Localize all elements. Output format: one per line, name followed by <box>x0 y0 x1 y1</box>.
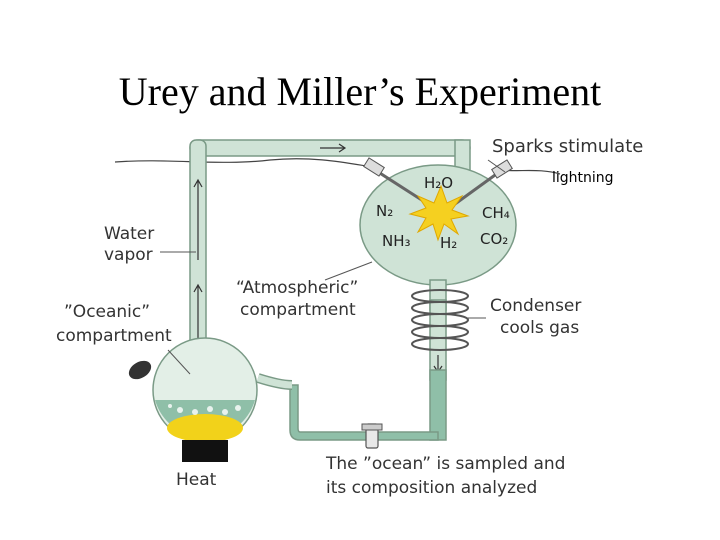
chem-n2: N₂ <box>376 202 394 220</box>
electrode-right <box>454 168 503 206</box>
label-water-vapor-2: vapor <box>104 245 153 265</box>
chem-h2: H₂ <box>440 234 458 252</box>
label-oceanic-1: ”Oceanic” <box>64 302 151 322</box>
electrode-cap-left <box>363 157 385 177</box>
electrode-cap-right <box>491 159 513 179</box>
heat-glow <box>167 414 243 442</box>
label-ocean-sampled-1: The ”ocean” is sampled and <box>326 454 566 474</box>
electrode-left <box>371 166 429 206</box>
chem-h2o: H₂O <box>424 174 454 192</box>
label-condenser-1: Condenser <box>490 296 582 316</box>
label-atmospheric-1: “Atmospheric” <box>236 278 359 298</box>
label-heat: Heat <box>176 470 217 490</box>
heat-source <box>182 440 228 462</box>
label-oceanic-2: compartment <box>56 326 172 346</box>
flow-arrow-up-1 <box>193 178 203 260</box>
label-sparks: Sparks stimulate <box>492 136 644 157</box>
flow-arrow-top <box>320 143 347 153</box>
electrode-wire-left <box>114 158 381 169</box>
right-lower-tube <box>429 369 447 441</box>
label-atmospheric-2: compartment <box>240 300 356 320</box>
page-title: Urey and Miller’s Experiment <box>118 69 602 114</box>
label-water-vapor-1: Water <box>104 224 155 244</box>
bottom-u-tube <box>289 384 439 441</box>
chem-ch4: CH₄ <box>482 204 510 222</box>
chem-nh3: NH₃ <box>382 232 411 250</box>
spark-icon <box>408 184 470 242</box>
label-lightning: lightning <box>552 170 614 186</box>
condenser-coil <box>411 289 469 351</box>
chem-co2: CO₂ <box>480 230 509 248</box>
label-condenser-2: cools gas <box>500 318 580 338</box>
label-ocean-sampled-2: its composition analyzed <box>326 478 538 498</box>
bubbles <box>168 404 241 415</box>
flow-arrow-up-2 <box>193 283 203 340</box>
flask-stopper <box>128 360 152 380</box>
